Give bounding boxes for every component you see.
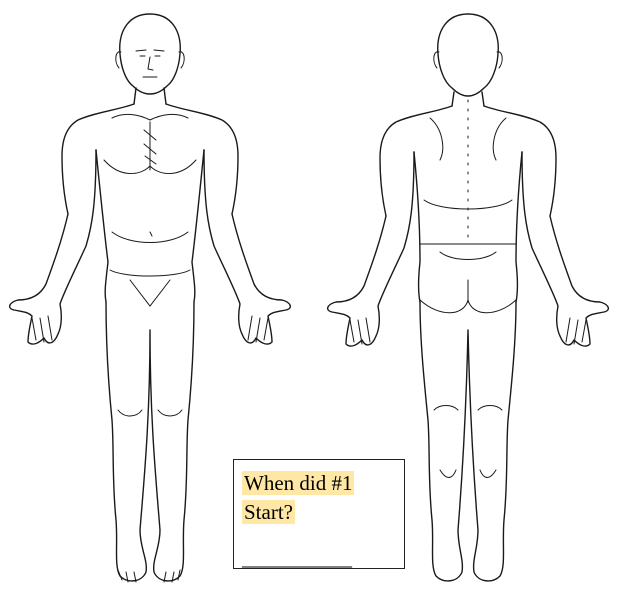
question-line-2: Start? [242, 500, 295, 524]
back-legs [420, 302, 516, 581]
front-head [120, 14, 181, 94]
front-left-arm [10, 150, 96, 344]
front-right-arm [204, 150, 290, 344]
front-face [136, 50, 164, 77]
back-right-arm [522, 152, 608, 346]
back-left-arm [328, 152, 414, 346]
back-torso [380, 106, 556, 302]
back-head [438, 14, 499, 96]
front-legs [106, 302, 194, 581]
onset-question-box: When did #1 Start? ___________ [233, 459, 405, 569]
question-line-1: When did #1 [242, 471, 354, 495]
answer-blank-line[interactable]: ___________ [242, 549, 404, 569]
